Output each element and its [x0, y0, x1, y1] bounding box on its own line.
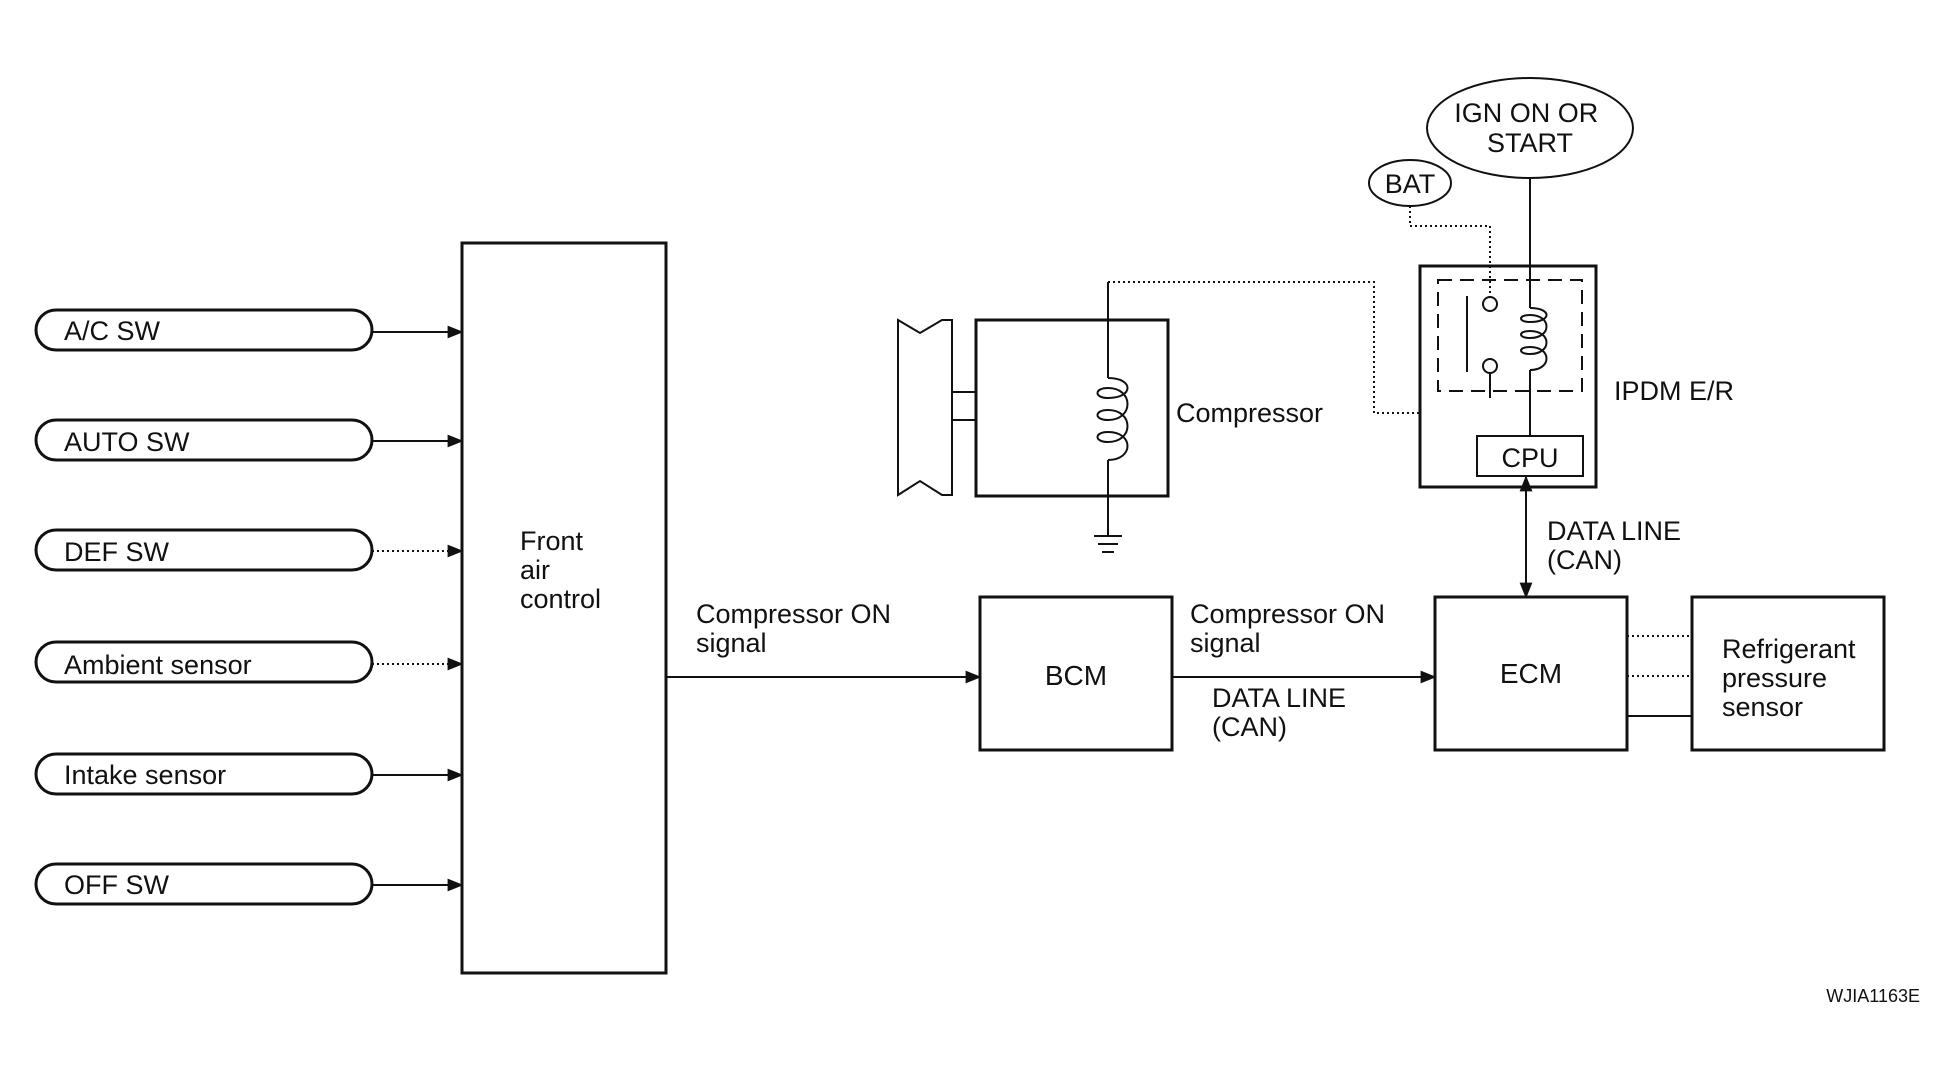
ecm-label: ECM	[1500, 658, 1562, 689]
compressor-on-signal-label-2: Compressor ON signal	[1190, 599, 1393, 658]
relay-to-compressor-wire	[1108, 281, 1491, 414]
bat-to-relay-wire	[1409, 206, 1491, 297]
compressor-coil-icon	[1096, 282, 1129, 536]
data-line-can-label-ipdm-ecm: DATA LINE (CAN)	[1547, 516, 1689, 575]
bat-label: BAT	[1385, 169, 1436, 199]
ign-on-or-start-oval	[1426, 77, 1634, 179]
cpu-box	[1476, 435, 1584, 477]
compressor-pulley-icon	[897, 318, 976, 497]
bcm-label: BCM	[1045, 660, 1107, 691]
relay-coil-icon	[1520, 178, 1548, 440]
input-ac-sw: A/C SW	[34, 308, 464, 352]
ign-on-or-start-label: IGN ON OR START	[1454, 98, 1606, 158]
ecm-sensor-wires	[1627, 635, 1692, 717]
ipdm-relay-outline	[1437, 279, 1583, 392]
refrigerant-pressure-sensor-box	[1690, 595, 1886, 752]
compressor-label: Compressor	[1176, 398, 1323, 428]
ecm-box	[1433, 595, 1629, 752]
input-def-sw: DEF SW	[34, 528, 464, 572]
bcm-box	[978, 595, 1174, 752]
data-line-can-label-bcm-ecm: DATA LINE (CAN)	[1212, 683, 1354, 742]
front-air-control-label: Front air control	[520, 526, 601, 614]
input-label: OFF SW	[64, 870, 169, 900]
input-auto-sw: AUTO SW	[34, 418, 464, 462]
figure-code: WJIA1163E	[1826, 986, 1920, 1006]
refrigerant-pressure-sensor-label: Refrigerant pressure sensor	[1722, 634, 1863, 722]
input-label: AUTO SW	[64, 427, 190, 457]
input-intake-sensor: Intake sensor	[34, 752, 464, 796]
ipdm-er-label: IPDM E/R	[1614, 376, 1734, 406]
input-label: Ambient sensor	[64, 650, 252, 680]
input-ambient-sensor: Ambient sensor	[34, 640, 464, 684]
ground-icon	[1094, 535, 1122, 553]
input-label: A/C SW	[64, 316, 161, 346]
front-air-control-box	[460, 241, 668, 975]
compressor-on-signal-label-1: Compressor ON signal	[696, 599, 899, 658]
cpu-label: CPU	[1501, 443, 1558, 473]
input-off-sw: OFF SW	[34, 862, 464, 906]
input-label: DEF SW	[64, 537, 170, 567]
compressor-box	[974, 318, 1170, 498]
input-label: Intake sensor	[64, 760, 226, 790]
